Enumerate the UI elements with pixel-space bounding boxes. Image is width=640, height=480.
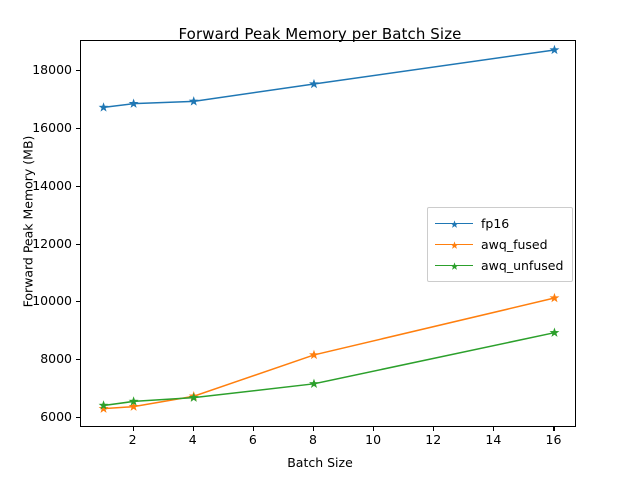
x-axis-tick-mark: [433, 427, 435, 431]
legend-label: fp16: [481, 215, 510, 231]
data-point-marker: [128, 396, 139, 406]
y-axis-tick-mark: [76, 359, 80, 361]
series-line-fp16: [103, 49, 555, 109]
x-axis-tick-label: 8: [308, 432, 317, 447]
series-fp16: [98, 44, 560, 112]
legend-swatch-icon: [435, 217, 473, 231]
x-axis-tick-label: 12: [425, 432, 442, 447]
legend-swatch-icon: [435, 259, 473, 273]
y-axis-tick-mark: [76, 185, 80, 187]
series-layer: [98, 44, 560, 413]
y-axis-tick-label: 8000: [40, 351, 72, 367]
data-point-marker: [309, 378, 319, 389]
x-axis-tick-mark: [192, 427, 194, 431]
plot-inner: [81, 41, 575, 426]
data-point-marker: [549, 327, 560, 337]
data-point-marker: [128, 98, 139, 108]
data-point-marker: [98, 400, 109, 410]
data-point-marker: [128, 401, 139, 411]
y-axis-tick-label: 10000: [32, 293, 72, 309]
x-axis-tick-label: 6: [248, 432, 257, 447]
data-point-marker: [549, 44, 560, 55]
legend-item-fp16[interactable]: fp16: [435, 213, 565, 234]
series-awq_unfused: [98, 327, 560, 410]
legend-item-awq_fused[interactable]: awq_fused: [435, 234, 565, 255]
legend-label: awq_fused: [481, 236, 548, 252]
y-axis-tick-label: 18000: [32, 62, 72, 78]
y-axis-tick-mark: [76, 416, 80, 418]
x-axis-tick-mark: [132, 427, 134, 431]
plot-area: [80, 40, 576, 427]
y-axis-tick-label: 14000: [32, 177, 72, 193]
x-axis-tick-label: 4: [188, 432, 197, 447]
series-line-awq_unfused: [103, 331, 555, 407]
y-axis-tick-mark: [76, 70, 80, 72]
x-axis-tick-mark: [553, 427, 555, 431]
x-axis-tick-mark: [252, 427, 254, 431]
series-line-awq_fused: [103, 297, 555, 410]
chart-title: Forward Peak Memory per Batch Size: [178, 25, 462, 43]
x-axis-tick-label: 16: [545, 432, 562, 447]
y-axis-tick-label: 6000: [40, 408, 72, 424]
y-axis-tick-mark: [76, 301, 80, 303]
y-axis-tick-mark: [76, 243, 80, 245]
x-axis-tick-mark: [312, 427, 315, 431]
x-axis-label: Batch Size: [287, 455, 353, 470]
series-awq_fused: [98, 292, 560, 413]
legend-item-awq_unfused[interactable]: awq_unfused: [435, 255, 565, 276]
x-axis-tick-label: 10: [365, 432, 382, 447]
x-axis-tick-mark: [493, 427, 495, 431]
legend-star-icon: [450, 261, 459, 270]
data-point-marker: [188, 392, 199, 402]
legend-swatch-icon: [435, 238, 473, 252]
data-point-marker: [188, 96, 199, 106]
data-point-marker: [549, 292, 560, 303]
y-axis-tick-label: 16000: [32, 120, 72, 136]
legend-star-icon: [450, 240, 459, 249]
data-point-marker: [98, 403, 109, 413]
data-point-marker: [309, 349, 319, 360]
data-point-marker: [98, 102, 109, 112]
y-axis-tick-mark: [76, 128, 80, 130]
x-axis-tick-label: 14: [485, 432, 502, 447]
data-point-marker: [309, 78, 319, 89]
y-axis-label: Forward Peak Memory (MB): [20, 135, 36, 308]
x-axis-tick-label: 2: [128, 432, 137, 447]
legend-label: awq_unfused: [481, 257, 564, 273]
x-axis-tick-mark: [373, 427, 375, 431]
legend[interactable]: fp16 awq_fused awq_unfused: [427, 207, 573, 282]
legend-star-icon: [450, 219, 459, 228]
y-axis-tick-label: 12000: [32, 235, 72, 251]
